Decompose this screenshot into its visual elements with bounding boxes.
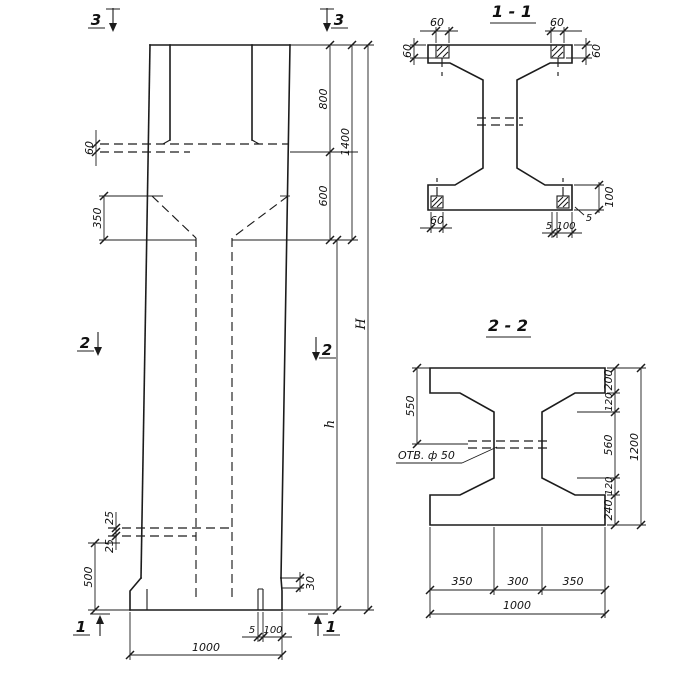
section-marker-3-left: 3 [88, 8, 120, 32]
dim-total-depth-label: 1200 [628, 433, 641, 461]
hole-callout: ОТВ. ф 50 [396, 446, 498, 464]
hole-callout-label: ОТВ. ф 50 [398, 449, 455, 462]
dim-embed-upper-label: 25 [103, 511, 116, 525]
dim-shaft-height-label: h [323, 420, 338, 428]
dim-foot-plate-len-label: 100 [263, 625, 282, 636]
section-markers: 3 3 2 2 [73, 8, 348, 636]
section-1-1-title: 1 - 1 [492, 2, 532, 21]
dim-leg-thk-label: 5 [586, 213, 592, 224]
dim-edge-left-label: 60 [401, 44, 414, 58]
tick-marks [412, 363, 646, 619]
section-2-2-outline [429, 367, 606, 526]
dim-web-width-label: 300 [508, 575, 529, 588]
hole-hidden-lines [477, 117, 523, 126]
section-marker-1-left-label: 1 [76, 618, 86, 636]
tick-marks [409, 26, 604, 238]
dim-flange-left-label: 350 [452, 575, 473, 588]
dim-width-label: 1000 [192, 641, 220, 654]
section-marker-3-right: 3 [320, 8, 348, 32]
dim-top-flange-label: 200 [602, 370, 615, 391]
dim-plate-len-label: 100 [556, 221, 575, 232]
section-1-1-view: 1 - 1 [401, 2, 616, 238]
dim-foot-plate-thk-label: 5 [249, 625, 255, 636]
dim-edge-right-label: 60 [590, 44, 603, 58]
dim-taper-bottom-label: 120 [604, 476, 615, 495]
tick-marks [90, 40, 373, 660]
section-marker-3-right-label: 3 [334, 11, 344, 29]
dim-head-total-label: 1400 [339, 128, 352, 156]
dim-head-label: 800 [317, 89, 330, 110]
section-marker-1-right-label: 1 [326, 618, 336, 636]
dimension-lines [416, 368, 642, 615]
dim-top-to-hole-label: 550 [404, 396, 417, 417]
embed-plates [430, 44, 570, 209]
hole-hidden-lines [468, 440, 552, 449]
dim-leg-len-label: 100 [603, 187, 616, 208]
extension-lines [412, 367, 646, 618]
section-1-1-outline [427, 44, 573, 211]
dim-plate-top-right-label: 60 [550, 16, 564, 29]
section-2-2-dimension-labels: 550 200 120 560 120 240 1200 350 300 350… [404, 370, 641, 613]
dim-plate-thk-label: 5 [546, 221, 552, 232]
section-marker-2-right: 2 [312, 337, 336, 361]
dim-web-label: 560 [602, 435, 615, 456]
elevation-view: 3 3 2 2 [73, 8, 374, 660]
dim-bottom-flange-label: 240 [602, 500, 615, 521]
section-2-2-view: 2 - 2 ОТВ. ф 50 [396, 316, 646, 619]
section-marker-2-left: 2 [77, 332, 102, 356]
dim-taper-top-label: 120 [604, 392, 615, 411]
section-2-2-title: 2 - 2 [488, 316, 528, 335]
section-marker-2-left-label: 2 [80, 334, 90, 352]
hidden-edge-lines [100, 139, 289, 600]
section-marker-1-left: 1 [73, 613, 110, 636]
dim-joint-plate-label: 60 [83, 141, 96, 155]
elevation-dimension-labels: 60 350 800 600 1400 H h 25 25 500 30 5 1… [82, 89, 369, 655]
dim-taper-label: 350 [91, 208, 104, 229]
extension-lines [410, 27, 604, 238]
dim-flange-right-label: 350 [563, 575, 584, 588]
column-outline [129, 44, 291, 611]
dim-embed-bottom-label: 500 [82, 567, 95, 588]
section-marker-2-right-label: 2 [322, 341, 332, 359]
dim-total-height-label: H [354, 318, 369, 331]
dim-plate-top-left-label: 60 [430, 16, 444, 29]
section-marker-3-left-label: 3 [91, 11, 101, 29]
dim-foot-height-label: 30 [304, 576, 317, 590]
section-marker-1-right: 1 [308, 613, 340, 636]
dim-plate-bottom-label: 60 [430, 214, 444, 227]
dim-embed-lower-label: 25 [103, 539, 116, 553]
dim-neck-label: 600 [317, 186, 330, 207]
section-1-1-dimension-labels: 60 60 60 60 60 5 100 100 5 [401, 16, 616, 232]
dim-total-width-label: 1000 [503, 599, 531, 612]
